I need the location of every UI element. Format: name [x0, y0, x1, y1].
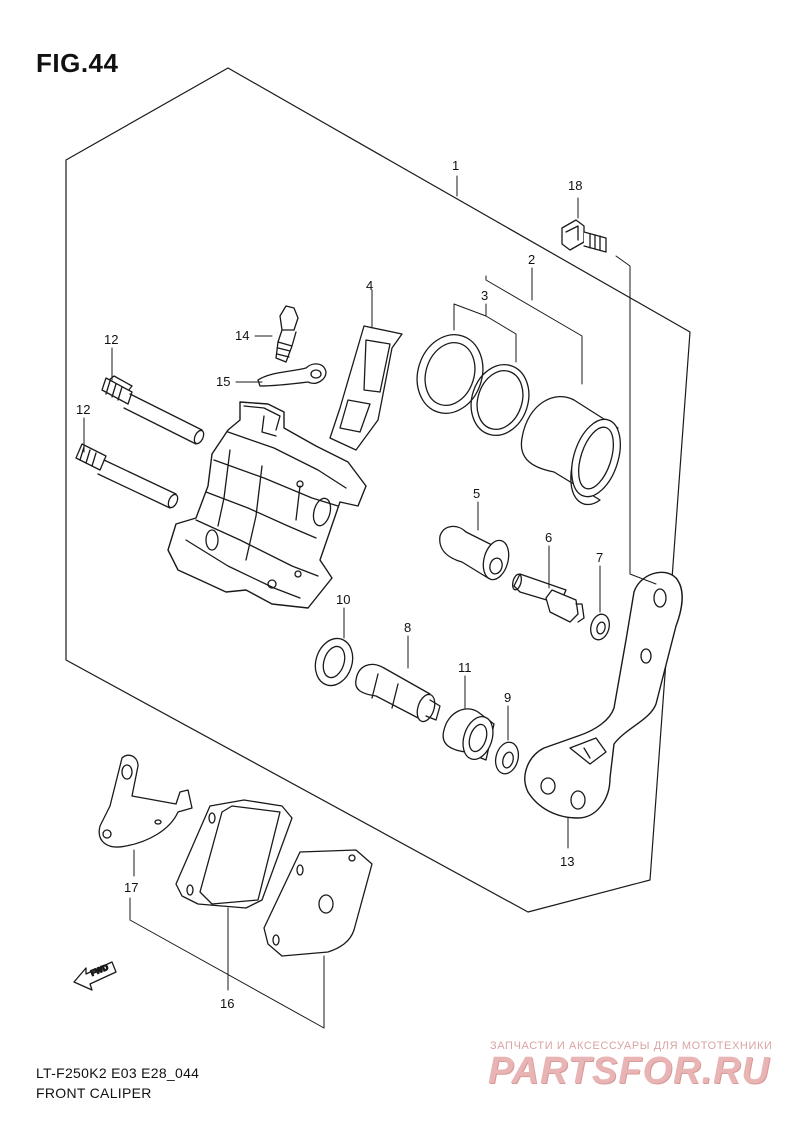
part-16-brake-pads [175, 799, 373, 957]
fwd-arrow-icon [73, 961, 117, 991]
callout-11: 11 [458, 660, 472, 675]
callout-3: 3 [481, 288, 488, 303]
part-4-pad-spring [329, 325, 403, 451]
callout-4: 4 [366, 278, 373, 293]
figure-title: FIG.44 [36, 48, 119, 78]
callout-2: 2 [528, 252, 535, 267]
callout-12-lower: 12 [76, 402, 90, 417]
part-14-bleeder-screw [275, 305, 299, 363]
part-9-washer [494, 741, 520, 775]
part-13-caliper-bracket [524, 571, 683, 819]
callout-numbers: 1 2 3 4 5 6 7 8 9 10 11 12 12 13 14 15 1… [76, 158, 603, 1011]
watermark-brand-logo: PARTSFOR.RU [488, 1050, 770, 1092]
part-11-boot [442, 708, 495, 761]
part-12-slide-pin-lower [75, 443, 179, 509]
assembly-outline [65, 67, 691, 913]
leader-lines [83, 175, 657, 1029]
part-12-slide-pin-upper [101, 375, 205, 445]
part-17-pad-shim [98, 754, 193, 848]
callout-8: 8 [404, 620, 411, 635]
callout-6: 6 [545, 530, 552, 545]
callout-17: 17 [124, 880, 138, 895]
callout-10: 10 [336, 592, 350, 607]
callout-13: 13 [560, 854, 574, 869]
part-18-bolt [561, 219, 607, 253]
callout-15: 15 [216, 374, 230, 389]
callout-12-upper: 12 [104, 332, 118, 347]
callout-16: 16 [220, 996, 234, 1011]
part-3-piston-seals [416, 334, 530, 436]
model-code: LT-F250K2 E03 E28_044 [36, 1065, 200, 1081]
callout-1: 1 [452, 158, 459, 173]
part-15-bleeder-cap [257, 363, 327, 387]
callout-14: 14 [235, 328, 249, 343]
figure-caption: FRONT CALIPER [36, 1085, 152, 1101]
part-6-caliper-pin [511, 573, 585, 623]
part-8-caliper-pin [355, 663, 441, 723]
part-5-boot [439, 525, 510, 581]
caliper-body [167, 401, 367, 609]
callout-9: 9 [504, 690, 511, 705]
callout-7: 7 [596, 550, 603, 565]
watermark-tagline: ЗАПЧАСТИ И АКСЕССУАРЫ ДЛЯ МОТОТЕХНИКИ [490, 1040, 773, 1052]
part-7-washer [590, 613, 610, 641]
callout-5: 5 [473, 486, 480, 501]
part-2-piston [520, 396, 621, 506]
callout-18: 18 [568, 178, 582, 193]
part-10-boot [314, 637, 354, 687]
